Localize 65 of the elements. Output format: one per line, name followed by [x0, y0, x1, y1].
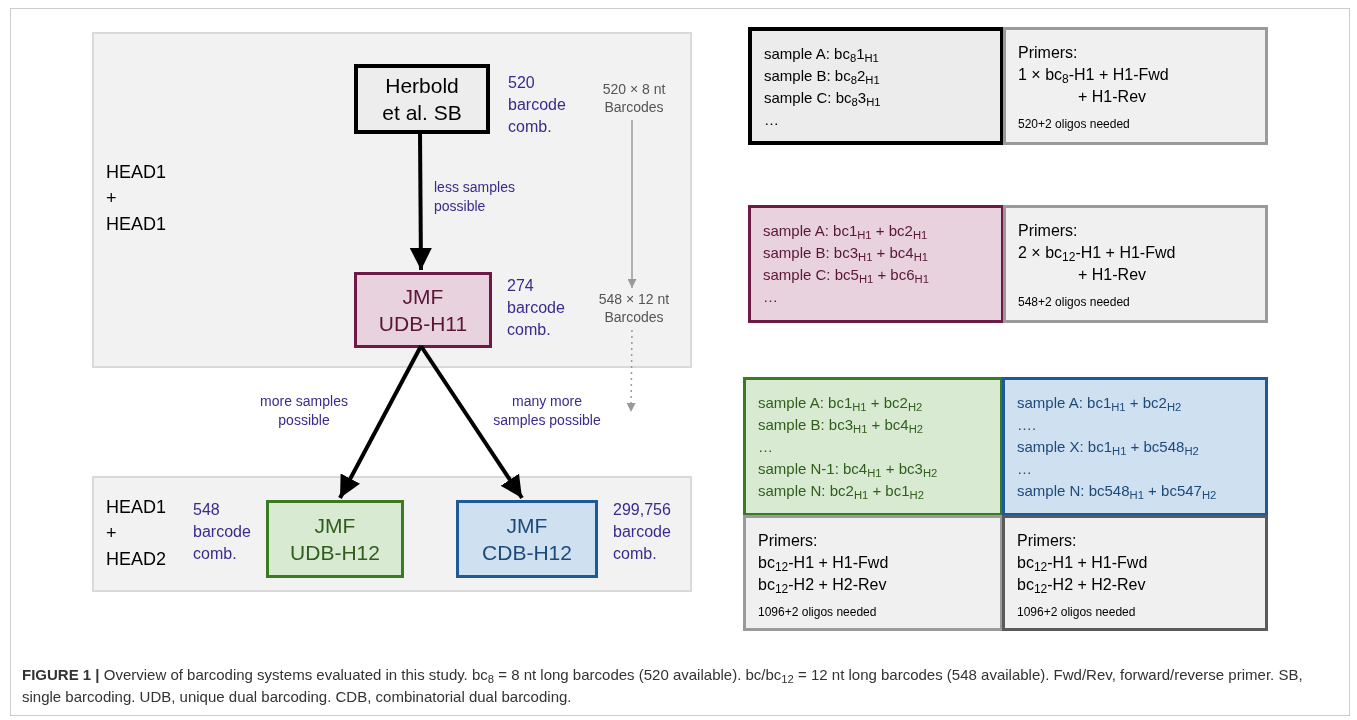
primer-line: 548+2 oligos needed	[1018, 294, 1131, 310]
sample-line: …	[763, 287, 779, 307]
primer-line: Primers:	[758, 531, 819, 551]
arrow	[419, 344, 524, 500]
primer-line: Primers:	[1017, 531, 1078, 551]
barcode-comb-note: 548 barcode comb.	[193, 500, 252, 564]
primer-box	[1003, 205, 1268, 323]
primer-line: 1096+2 oligos needed	[1017, 604, 1137, 620]
primer-line: Primers:	[1018, 43, 1079, 63]
edge-label: more samples possible	[259, 392, 349, 430]
sample-line: sample B: bc$_{8}$2$_{H1}$	[764, 66, 881, 87]
sample-list-box	[1002, 377, 1268, 516]
sample-line: sample X: bc1$_{H1}$ + bc548$_{H2}$	[1017, 437, 1200, 458]
edge-label: less samples possible	[434, 178, 516, 216]
sample-line: sample A: bc1$_{H1}$ + bc2$_{H2}$	[758, 393, 924, 414]
barcode-comb-note: 274 barcode comb.	[507, 276, 566, 340]
dotted-arrow	[626, 329, 636, 413]
sample-line: sample A: bc$_{8}$1$_{H1}$	[764, 44, 880, 65]
primer-line: 1 × bc$_{8}$-H1 + H1-Fwd	[1018, 65, 1170, 86]
group-panel	[92, 32, 692, 368]
primer-line: + H1-Rev	[1077, 87, 1148, 107]
barcode-comb-note: 299,756 barcode comb.	[613, 500, 672, 564]
sample-list-box	[748, 205, 1004, 323]
method-name: JMF UDB-H11	[377, 284, 469, 337]
barcode-count-text: 520 × 8 nt Barcodes	[601, 80, 667, 116]
sample-line: …	[758, 437, 774, 457]
sample-line: sample N: bc548$_{H1}$ + bc547$_{H2}$	[1017, 481, 1218, 502]
arrow	[627, 119, 637, 289]
sample-line: sample B: bc3$_{H1}$ + bc4$_{H2}$	[758, 415, 925, 436]
sample-line: ….	[1017, 415, 1038, 435]
primer-box	[743, 515, 1003, 631]
barcode-count-text: 548 × 12 nt Barcodes	[597, 290, 671, 326]
primer-box	[1003, 27, 1268, 145]
primer-line: bc$_{12}$-H2 + H2-Rev	[758, 575, 888, 596]
sample-line: sample A: bc1$_{H1}$ + bc2$_{H2}$	[1017, 393, 1183, 414]
primer-line: bc$_{12}$-H1 + H1-Fwd	[1017, 553, 1149, 574]
head-combination-text: HEAD1 + HEAD1	[106, 161, 168, 236]
sample-line: sample B: bc3$_{H1}$ + bc4$_{H1}$	[763, 243, 930, 264]
primer-box	[1002, 515, 1268, 631]
primer-line: 520+2 oligos needed	[1018, 116, 1131, 132]
method-name: JMF UDB-H12	[289, 513, 381, 566]
primer-line: bc$_{12}$-H2 + H2-Rev	[1017, 575, 1147, 596]
edge-label: many more samples possible	[492, 392, 602, 430]
primer-line: Primers:	[1018, 221, 1079, 241]
method-name: Herbold et al. SB	[381, 73, 463, 126]
sample-line: …	[764, 110, 780, 130]
sample-line: sample N: bc2$_{H1}$ + bc1$_{H2}$	[758, 481, 925, 502]
head-combination-text: HEAD1 + HEAD2	[106, 496, 168, 571]
sample-line: sample C: bc$_{8}$3$_{H1}$	[764, 88, 882, 109]
sample-line: sample C: bc5$_{H1}$ + bc6$_{H1}$	[763, 265, 930, 286]
primer-line: 1096+2 oligos needed	[758, 604, 878, 620]
method-name: JMF CDB-H12	[481, 513, 573, 566]
sample-list-box	[743, 377, 1003, 516]
arrow	[409, 132, 432, 270]
arrow	[338, 345, 423, 499]
barcode-comb-note: 520 barcode comb.	[508, 73, 567, 137]
primer-line: bc$_{12}$-H1 + H1-Fwd	[758, 553, 890, 574]
sample-line: …	[1017, 459, 1033, 479]
sample-line: sample N-1: bc4$_{H1}$ + bc3$_{H2}$	[758, 459, 939, 480]
sample-list-box	[748, 27, 1004, 145]
figure-caption: FIGURE 1 | Overview of barcoding systems evaluated in this study. bc$_{8}$ = 8 nt long barcodes (520 available). bc/bc$_{12}$ = 12 nt long barcodes (548 available). Fwd/Rev, forward/reverse primer. SB, single barcoding. UDB, unique dual barcoding. CDB, combinatorial dual barcoding.	[22, 665, 1304, 707]
sample-line: sample A: bc1$_{H1}$ + bc2$_{H1}$	[763, 221, 929, 242]
primer-line: + H1-Rev	[1077, 265, 1148, 285]
group-panel	[92, 476, 692, 592]
primer-line: 2 × bc$_{12}$-H1 + H1-Fwd	[1018, 243, 1177, 264]
